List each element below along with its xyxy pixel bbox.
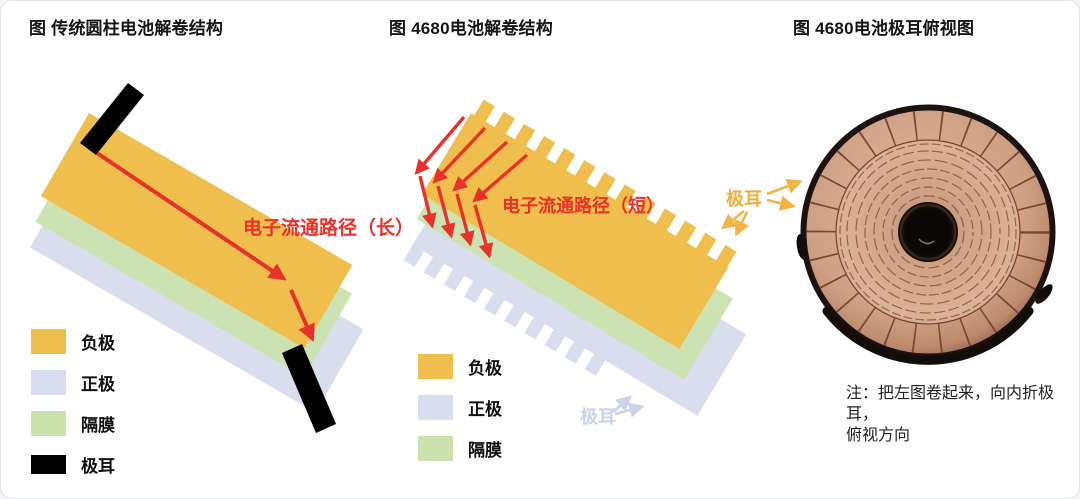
legend-label-cathode: 正极 — [468, 399, 502, 419]
legend-item-anode: 负极 — [418, 353, 502, 379]
figure-title-middle: 图 4680电池解卷结构 — [389, 19, 553, 38]
figure-title-left: 图 传统圆柱电池解卷结构 — [29, 19, 224, 38]
battery-top-view — [796, 104, 1056, 365]
legend-swatch-anode — [418, 353, 453, 379]
center-hole — [898, 202, 958, 262]
legend-label-anode: 负极 — [468, 358, 502, 378]
winding-texture — [839, 143, 1017, 321]
electron-path-label-short: 电子流通路径（短） — [502, 196, 664, 216]
electron-path-arrows-short — [414, 115, 529, 259]
electron-path-arrow-long — [95, 151, 315, 343]
anode-sheet-tabbed — [422, 99, 737, 349]
left-unrolled-diagram — [29, 83, 364, 433]
legend-label-separator: 隔膜 — [468, 440, 502, 460]
legend-swatch-separator — [31, 410, 66, 436]
anode-tab-word: 极耳 — [726, 189, 762, 209]
cathode-tab-word: 极耳 — [580, 407, 616, 427]
legend-item-cathode: 正极 — [31, 369, 115, 395]
legend-item-separator: 隔膜 — [31, 410, 115, 436]
legend-swatch-separator — [418, 435, 453, 461]
anode-sheet-left — [41, 113, 353, 349]
legend-item-anode: 负极 — [31, 328, 115, 354]
legend-item-separator: 隔膜 — [418, 435, 502, 461]
legend-item-cathode: 正极 — [418, 394, 502, 420]
figure-note-line1: 注：把左图卷起来，向内折极耳， — [846, 385, 1055, 424]
figure-note: 注：把左图卷起来，向内折极耳， 俯视方向 — [846, 383, 1079, 446]
legend-label-anode: 负极 — [81, 333, 115, 353]
legend-label-separator: 隔膜 — [81, 415, 115, 435]
legend-item-tab: 极耳 — [31, 451, 115, 477]
figure-title-right: 图 4680电池极耳俯视图 — [793, 19, 975, 38]
legend-left: 负极 正极 隔膜 极耳 — [31, 328, 115, 477]
cathode-tab-pointer-arrows — [612, 395, 645, 418]
legend-swatch-cathode — [31, 369, 66, 395]
anode-tab-pointer-arrows — [720, 178, 803, 237]
legend-swatch-tab — [31, 454, 66, 474]
top-tab-bar — [80, 83, 144, 155]
legend-label-tab: 极耳 — [81, 456, 115, 476]
figure-note-line2: 俯视方向 — [846, 427, 911, 445]
middle-unrolled-diagram — [403, 99, 803, 418]
electron-path-label-long: 电子流通路径（长） — [243, 218, 415, 239]
rim-fold-lines — [806, 110, 1050, 354]
legend-swatch-anode — [31, 328, 66, 354]
bottom-tab-bar — [282, 344, 336, 433]
legend-label-cathode: 正极 — [81, 374, 115, 394]
legend-swatch-cathode — [418, 394, 453, 420]
legend-middle: 负极 正极 隔膜 — [418, 353, 502, 461]
